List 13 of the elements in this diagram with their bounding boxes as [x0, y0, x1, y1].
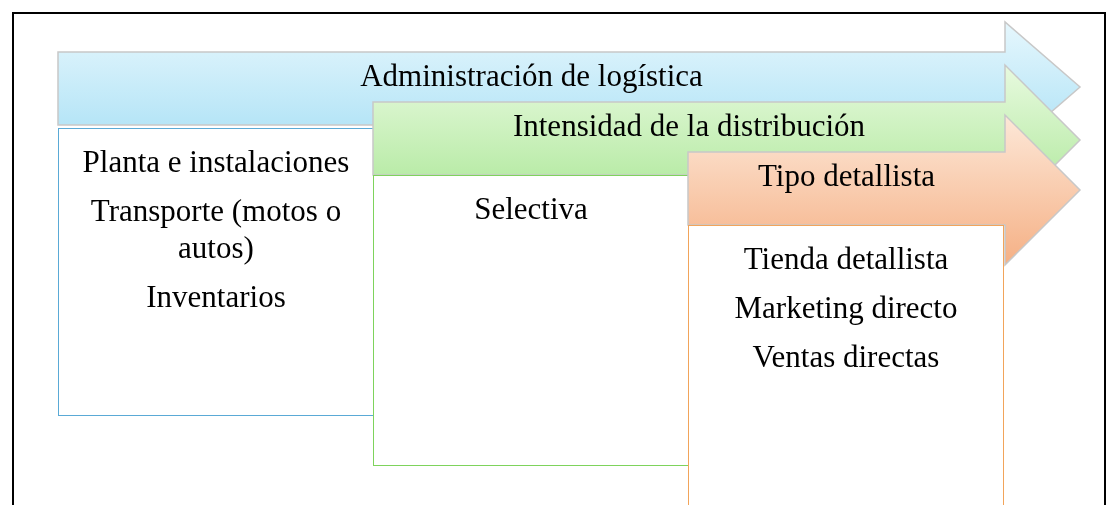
- content-box: [373, 175, 689, 466]
- list-item: Tienda detallista: [742, 240, 950, 277]
- list-item: Transporte (motos o autos): [89, 192, 343, 266]
- banner-label: Intensidad de la distribución: [512, 108, 866, 144]
- list-item: Marketing directo: [733, 289, 959, 326]
- list-item: Selectiva: [473, 190, 589, 227]
- list-item: Inventarios: [145, 278, 287, 315]
- list-item: Planta e instalaciones: [81, 143, 351, 180]
- banner-label: Administración de logística: [360, 58, 703, 94]
- banner-label: Tipo detallista: [757, 158, 936, 194]
- content-box: [688, 225, 1004, 505]
- list-item: Ventas directas: [751, 338, 941, 375]
- content-box: [58, 128, 374, 416]
